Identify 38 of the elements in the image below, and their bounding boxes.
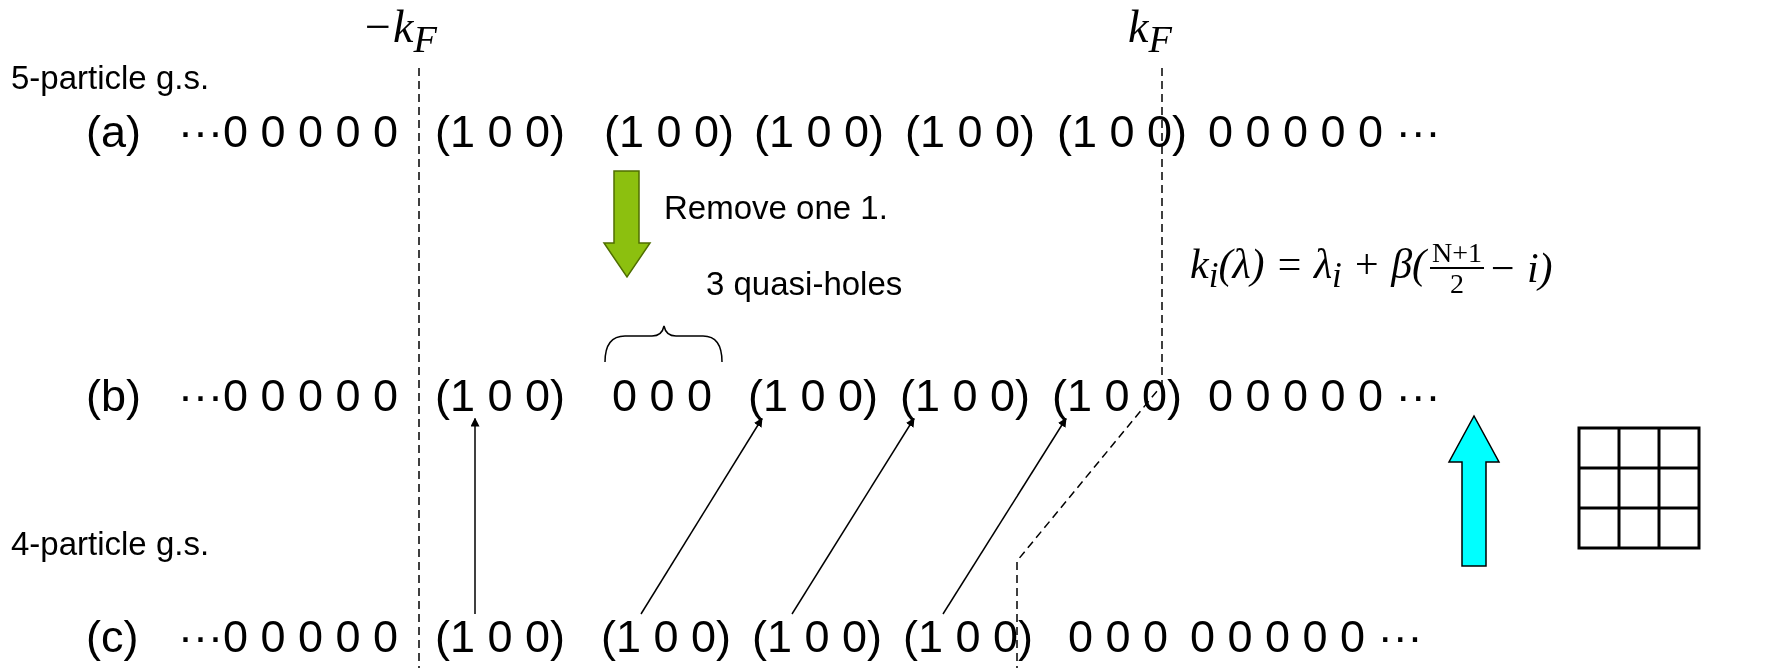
occupation-group: (1 0 0) <box>604 107 735 157</box>
row-label: (a) <box>86 107 141 157</box>
occupation-digits: 0 0 0 <box>1068 612 1169 662</box>
occupation-group: (1 0 0) <box>754 107 885 157</box>
occupation-group: (1 0 0) <box>748 371 879 421</box>
occupation-group: (1 0 0) <box>1052 371 1183 421</box>
occupation-digits: 0 0 0 0 0 ··· <box>1208 371 1441 421</box>
state-label: 5-particle g.s. <box>11 60 210 97</box>
occupation-digits: 0 0 0 <box>612 371 713 421</box>
occupation-digits: ···0 0 0 0 0 <box>178 371 399 421</box>
occupation-group: (1 0 0) <box>900 371 1031 421</box>
formula: − i) <box>1488 244 1553 293</box>
state-label: 4-particle g.s. <box>11 526 210 563</box>
formula: k$_{i}$(λ) = λ$_{i}$ + β( <box>1190 240 1427 297</box>
occupation-group: (1 0 0) <box>1057 107 1188 157</box>
occupation-digits: ···0 0 0 0 0 <box>178 107 399 157</box>
step-annotation: Remove one 1. <box>664 190 888 227</box>
occupation-digits: 0 0 0 0 0 ··· <box>1208 107 1441 157</box>
occupation-group: (1 0 0) <box>752 612 883 662</box>
fraction-denominator: 2 <box>1450 269 1465 299</box>
arrow <box>942 417 1067 615</box>
row-label: (b) <box>86 371 141 421</box>
annotation: 3 quasi-holes <box>706 266 903 303</box>
occupation-digits: ···0 0 0 0 0 <box>178 612 399 662</box>
fraction-numerator: N+1 <box>1430 238 1485 270</box>
axis-label: k$_{F}$ <box>1128 2 1172 61</box>
axis-label: −k$_{F}$ <box>362 2 437 61</box>
arrow <box>791 417 915 615</box>
occupation-group: (1 0 0) <box>601 612 732 662</box>
occupation-group: (1 0 0) <box>435 612 566 662</box>
occupation-group: (1 0 0) <box>435 371 566 421</box>
arrow <box>470 417 480 615</box>
occupation-group: (1 0 0) <box>435 107 566 157</box>
arrow <box>640 417 763 615</box>
row-label: (c) <box>86 612 139 662</box>
occupation-digits: 0 0 0 0 0 ··· <box>1190 612 1423 662</box>
occupation-group: (1 0 0) <box>903 612 1034 662</box>
occupation-group: (1 0 0) <box>905 107 1036 157</box>
